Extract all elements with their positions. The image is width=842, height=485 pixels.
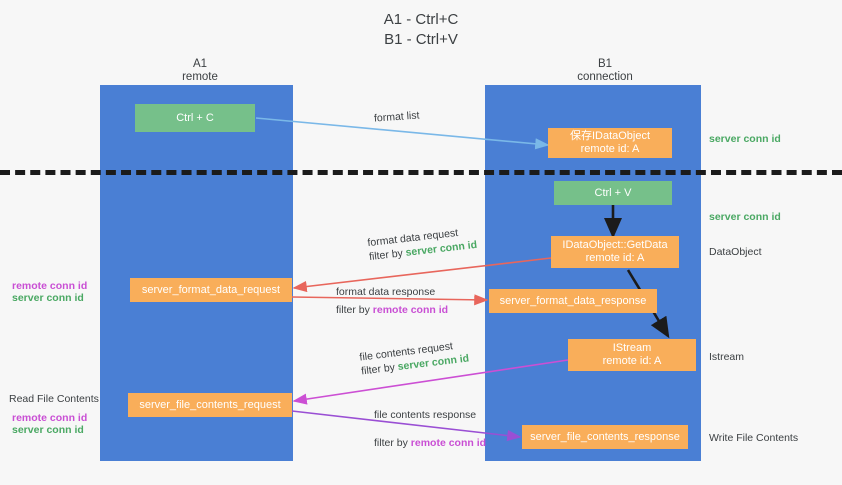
node-istream-id: remote id: A (602, 355, 662, 367)
left-label-read-file-contents: Read File Contents (9, 393, 99, 405)
edge-label-format-list: format list (374, 108, 420, 125)
node-idataobject-getdata-title: IDataObject::GetData (562, 239, 668, 251)
right-label-server-conn-id-2: server conn id (709, 211, 781, 223)
node-server-format-data-response[interactable]: server_format_data_response (489, 289, 657, 313)
edge-label-file-contents-response: file contents response filter by remote … (374, 408, 486, 450)
column-header-a1: A1 remote (140, 58, 260, 84)
column-header-a1-name: A1 (192, 58, 208, 70)
title-line-2: B1 - Ctrl+V (384, 31, 458, 48)
node-server-file-contents-request[interactable]: server_file_contents_request (128, 393, 292, 417)
node-server-format-data-request[interactable]: server_format_data_request (130, 278, 292, 302)
edge-label-format-data-request: format data request filter by server con… (367, 224, 478, 264)
node-istream-title: IStream (612, 342, 652, 354)
right-label-write-file-contents: Write File Contents (709, 432, 799, 444)
node-server-format-data-request-label: server_format_data_request (141, 283, 281, 296)
node-save-idataobject-title: 保存IDataObject (569, 130, 651, 142)
phase-separator (0, 170, 842, 175)
filter-key-remote-conn-id: remote conn id (410, 437, 487, 449)
right-label-server-conn-id-1: server conn id (709, 133, 781, 145)
edge-label-format-data-response: format data response filter by remote co… (336, 285, 448, 317)
node-idataobject-getdata[interactable]: IDataObject::GetData remote id: A (551, 236, 679, 268)
filter-prefix: filter by (336, 304, 373, 316)
page-title: A1 - Ctrl+C B1 - Ctrl+V (0, 10, 842, 50)
column-header-b1-sub: connection (577, 71, 633, 83)
edge-label-format-list-text: format list (373, 109, 420, 125)
edge-label-format-data-response-top: format data response (336, 286, 436, 298)
filter-prefix: filter by (360, 361, 399, 378)
edge-label-file-contents-request: file contents request filter by server c… (359, 337, 470, 378)
node-server-file-contents-response-label: server_file_contents_response (530, 430, 680, 443)
edge-label-format-data-response-bottom: filter by remote conn id (336, 303, 448, 317)
node-ctrl-c-label: Ctrl + C (176, 111, 214, 124)
node-ctrl-v[interactable]: Ctrl + V (554, 181, 672, 205)
node-ctrl-c[interactable]: Ctrl + C (135, 104, 255, 132)
node-save-idataobject[interactable]: 保存IDataObject remote id: A (548, 128, 672, 158)
node-idataobject-getdata-id: remote id: A (585, 252, 645, 264)
node-server-file-contents-request-label: server_file_contents_request (139, 398, 281, 411)
node-ctrl-v-label: Ctrl + V (594, 186, 632, 199)
node-server-format-data-response-label: server_format_data_response (499, 294, 647, 307)
node-save-idataobject-id: remote id: A (580, 143, 640, 155)
filter-prefix: filter by (374, 437, 411, 449)
column-header-b1: B1 connection (540, 58, 670, 84)
edge-label-file-contents-response-bottom: filter by remote conn id (374, 436, 486, 450)
left-label-server-conn-id-2: server conn id (12, 424, 84, 436)
left-label-server-conn-id-1: server conn id (12, 292, 84, 304)
column-header-b1-name: B1 (597, 58, 613, 70)
edge-label-file-contents-response-top: file contents response (374, 409, 477, 421)
left-label-remote-conn-id-2: remote conn id (12, 412, 88, 424)
left-label-remote-conn-id-1: remote conn id (12, 280, 88, 292)
filter-prefix: filter by (368, 246, 407, 264)
title-line-1: A1 - Ctrl+C (383, 11, 459, 28)
right-label-istream: Istream (709, 351, 745, 363)
filter-key-remote-conn-id: remote conn id (372, 304, 449, 316)
right-label-dataobject: DataObject (709, 246, 762, 258)
column-header-a1-sub: remote (182, 71, 218, 83)
node-istream[interactable]: IStream remote id: A (568, 339, 696, 371)
node-server-file-contents-response[interactable]: server_file_contents_response (522, 425, 688, 449)
